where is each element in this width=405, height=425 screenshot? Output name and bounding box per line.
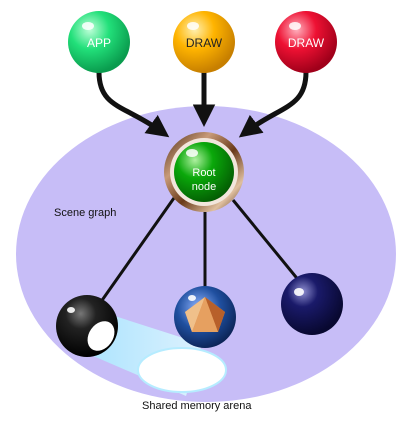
- sphere-icon: [281, 273, 343, 335]
- root-label-line2: node: [192, 181, 216, 193]
- process-label-draw-2: DRAW: [288, 36, 325, 50]
- pyramid-node: [174, 286, 236, 348]
- process-node-draw-2: DRAW: [275, 11, 337, 73]
- arrow-draw2-to-root: [238, 71, 309, 138]
- edge-root-to-camera: [96, 197, 176, 307]
- root-label-line1: Root: [192, 167, 215, 179]
- process-label-draw: DRAW: [186, 36, 223, 50]
- arrow-app-to-root: [96, 71, 170, 138]
- edge-root-to-sphere: [231, 199, 302, 283]
- sphere-node: [281, 273, 343, 335]
- process-node-draw: DRAW: [173, 11, 235, 73]
- process-label-app: APP: [87, 36, 111, 50]
- camera-node: [56, 295, 118, 357]
- process-node-app: APP: [68, 11, 130, 73]
- scene-graph-label: Scene graph: [54, 207, 116, 219]
- shared-memory-arena-label: Shared memory arena: [142, 400, 252, 412]
- root-node: Root node: [164, 132, 244, 212]
- pyramid-icon: [185, 297, 225, 332]
- light-spot: [137, 347, 227, 393]
